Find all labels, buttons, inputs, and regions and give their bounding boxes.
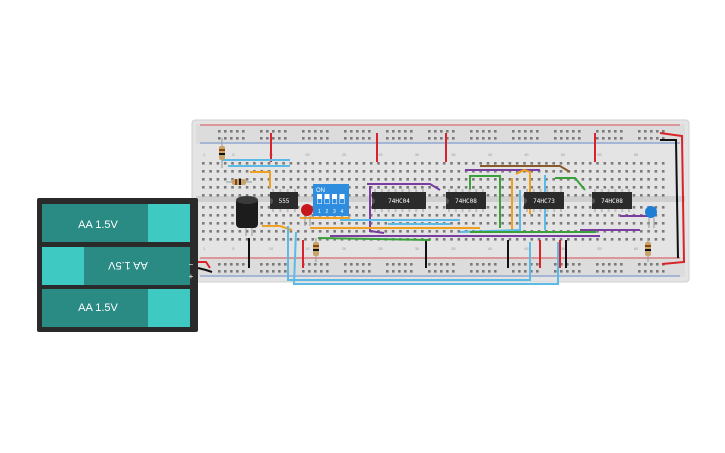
column-number: 45	[524, 246, 529, 251]
battery-plus-terminal: +	[189, 272, 194, 281]
battery-cell-2: AA 1.5V	[42, 247, 190, 285]
column-number: 35	[451, 246, 456, 251]
chip-label: 555	[279, 198, 290, 205]
chip-label: 74HC04	[388, 198, 410, 205]
column-numbers: 1155101015152020252530303535404045455050…	[203, 152, 639, 251]
column-number: 30	[415, 246, 420, 251]
column-number: 25	[378, 246, 383, 251]
battery-black-lead[interactable]	[197, 267, 213, 273]
column-number: 1	[203, 152, 206, 157]
column-number: 50	[561, 152, 566, 157]
battery-cell-3: AA 1.5V	[42, 289, 190, 327]
resistor[interactable]	[226, 179, 252, 185]
led-red[interactable]	[301, 204, 313, 226]
ic-chip-74hc08[interactable]: 74HC08	[446, 189, 486, 212]
wire-purple[interactable]	[367, 183, 441, 191]
center-channel	[196, 196, 685, 202]
column-number: 15	[305, 152, 310, 157]
battery-label: AA 1.5V	[78, 219, 118, 231]
column-number: 55	[597, 152, 602, 157]
dip-position-label: 3	[333, 209, 336, 215]
battery-minus-terminal: −	[189, 260, 194, 269]
chip-label: 74HC73	[533, 198, 555, 205]
bottom-power-rail	[196, 257, 685, 277]
battery-cell-1: AA 1.5V	[42, 204, 190, 242]
column-number: 50	[561, 246, 566, 251]
resistor[interactable]	[313, 238, 319, 262]
column-number: 1	[203, 246, 206, 251]
electrolytic-capacitor[interactable]	[236, 196, 258, 236]
column-number: 30	[415, 152, 420, 157]
dip-switch-on-label: ON	[316, 188, 325, 194]
ic-chip-74hc08[interactable]: 74HC08	[592, 189, 632, 212]
wire-green[interactable]	[469, 175, 501, 228]
column-number: 15	[305, 246, 310, 251]
wire-green[interactable]	[317, 237, 431, 241]
wire-brown[interactable]	[480, 165, 571, 173]
chip-label: 74HC08	[601, 198, 623, 205]
column-number: 10	[269, 246, 274, 251]
dip-toggle-knob	[317, 199, 322, 204]
dip-position-label: 2	[326, 209, 329, 215]
column-number: 20	[342, 152, 347, 157]
top-power-rail	[196, 124, 685, 144]
column-number: 60	[634, 152, 639, 157]
resistor[interactable]	[219, 138, 225, 168]
wire-blue-long[interactable]	[287, 226, 531, 281]
wire-blue-long[interactable]	[292, 231, 559, 285]
dip-position-label: 1	[318, 209, 321, 215]
dip-position-label: 4	[341, 209, 344, 215]
column-number: 5	[232, 246, 235, 251]
dip-toggle-knob	[325, 199, 329, 204]
dip-toggle-knob	[332, 199, 337, 204]
wire-orange[interactable]	[250, 171, 271, 188]
column-number: 45	[524, 152, 529, 157]
battery-label: AA 1.5V	[78, 302, 118, 314]
ic-chip-74hc04[interactable]: 74HC04	[372, 189, 426, 212]
ic-chip-555[interactable]: 555	[270, 189, 298, 212]
column-number: 5	[232, 152, 235, 157]
battery-red-lead[interactable]	[198, 261, 211, 269]
resistors[interactable]	[219, 138, 651, 262]
chip-label: 74HC08	[455, 198, 477, 205]
wire-purple[interactable]	[369, 186, 385, 234]
battery-label: AA 1.5V	[107, 259, 147, 271]
led-blue[interactable]	[645, 206, 657, 228]
wire-green[interactable]	[555, 177, 586, 191]
battery-pack[interactable]: AA 1.5V AA 1.5V AA 1.5V + −	[37, 198, 198, 332]
column-number: 20	[342, 246, 347, 251]
power-jumpers[interactable]	[248, 132, 686, 268]
signal-wires[interactable]	[222, 159, 648, 285]
column-number: 40	[488, 152, 493, 157]
dip-toggle-knob	[340, 199, 344, 204]
column-number: 25	[378, 152, 383, 157]
column-number: 40	[488, 246, 493, 251]
resistor[interactable]	[645, 238, 651, 262]
ic-chips[interactable]: 555 74HC04 74HC08 74HC73 74HC08	[270, 189, 632, 212]
column-number: 60	[634, 246, 639, 251]
column-number: 35	[451, 152, 456, 157]
column-number: 55	[597, 246, 602, 251]
ic-chip-74hc73[interactable]: 74HC73	[524, 189, 564, 212]
